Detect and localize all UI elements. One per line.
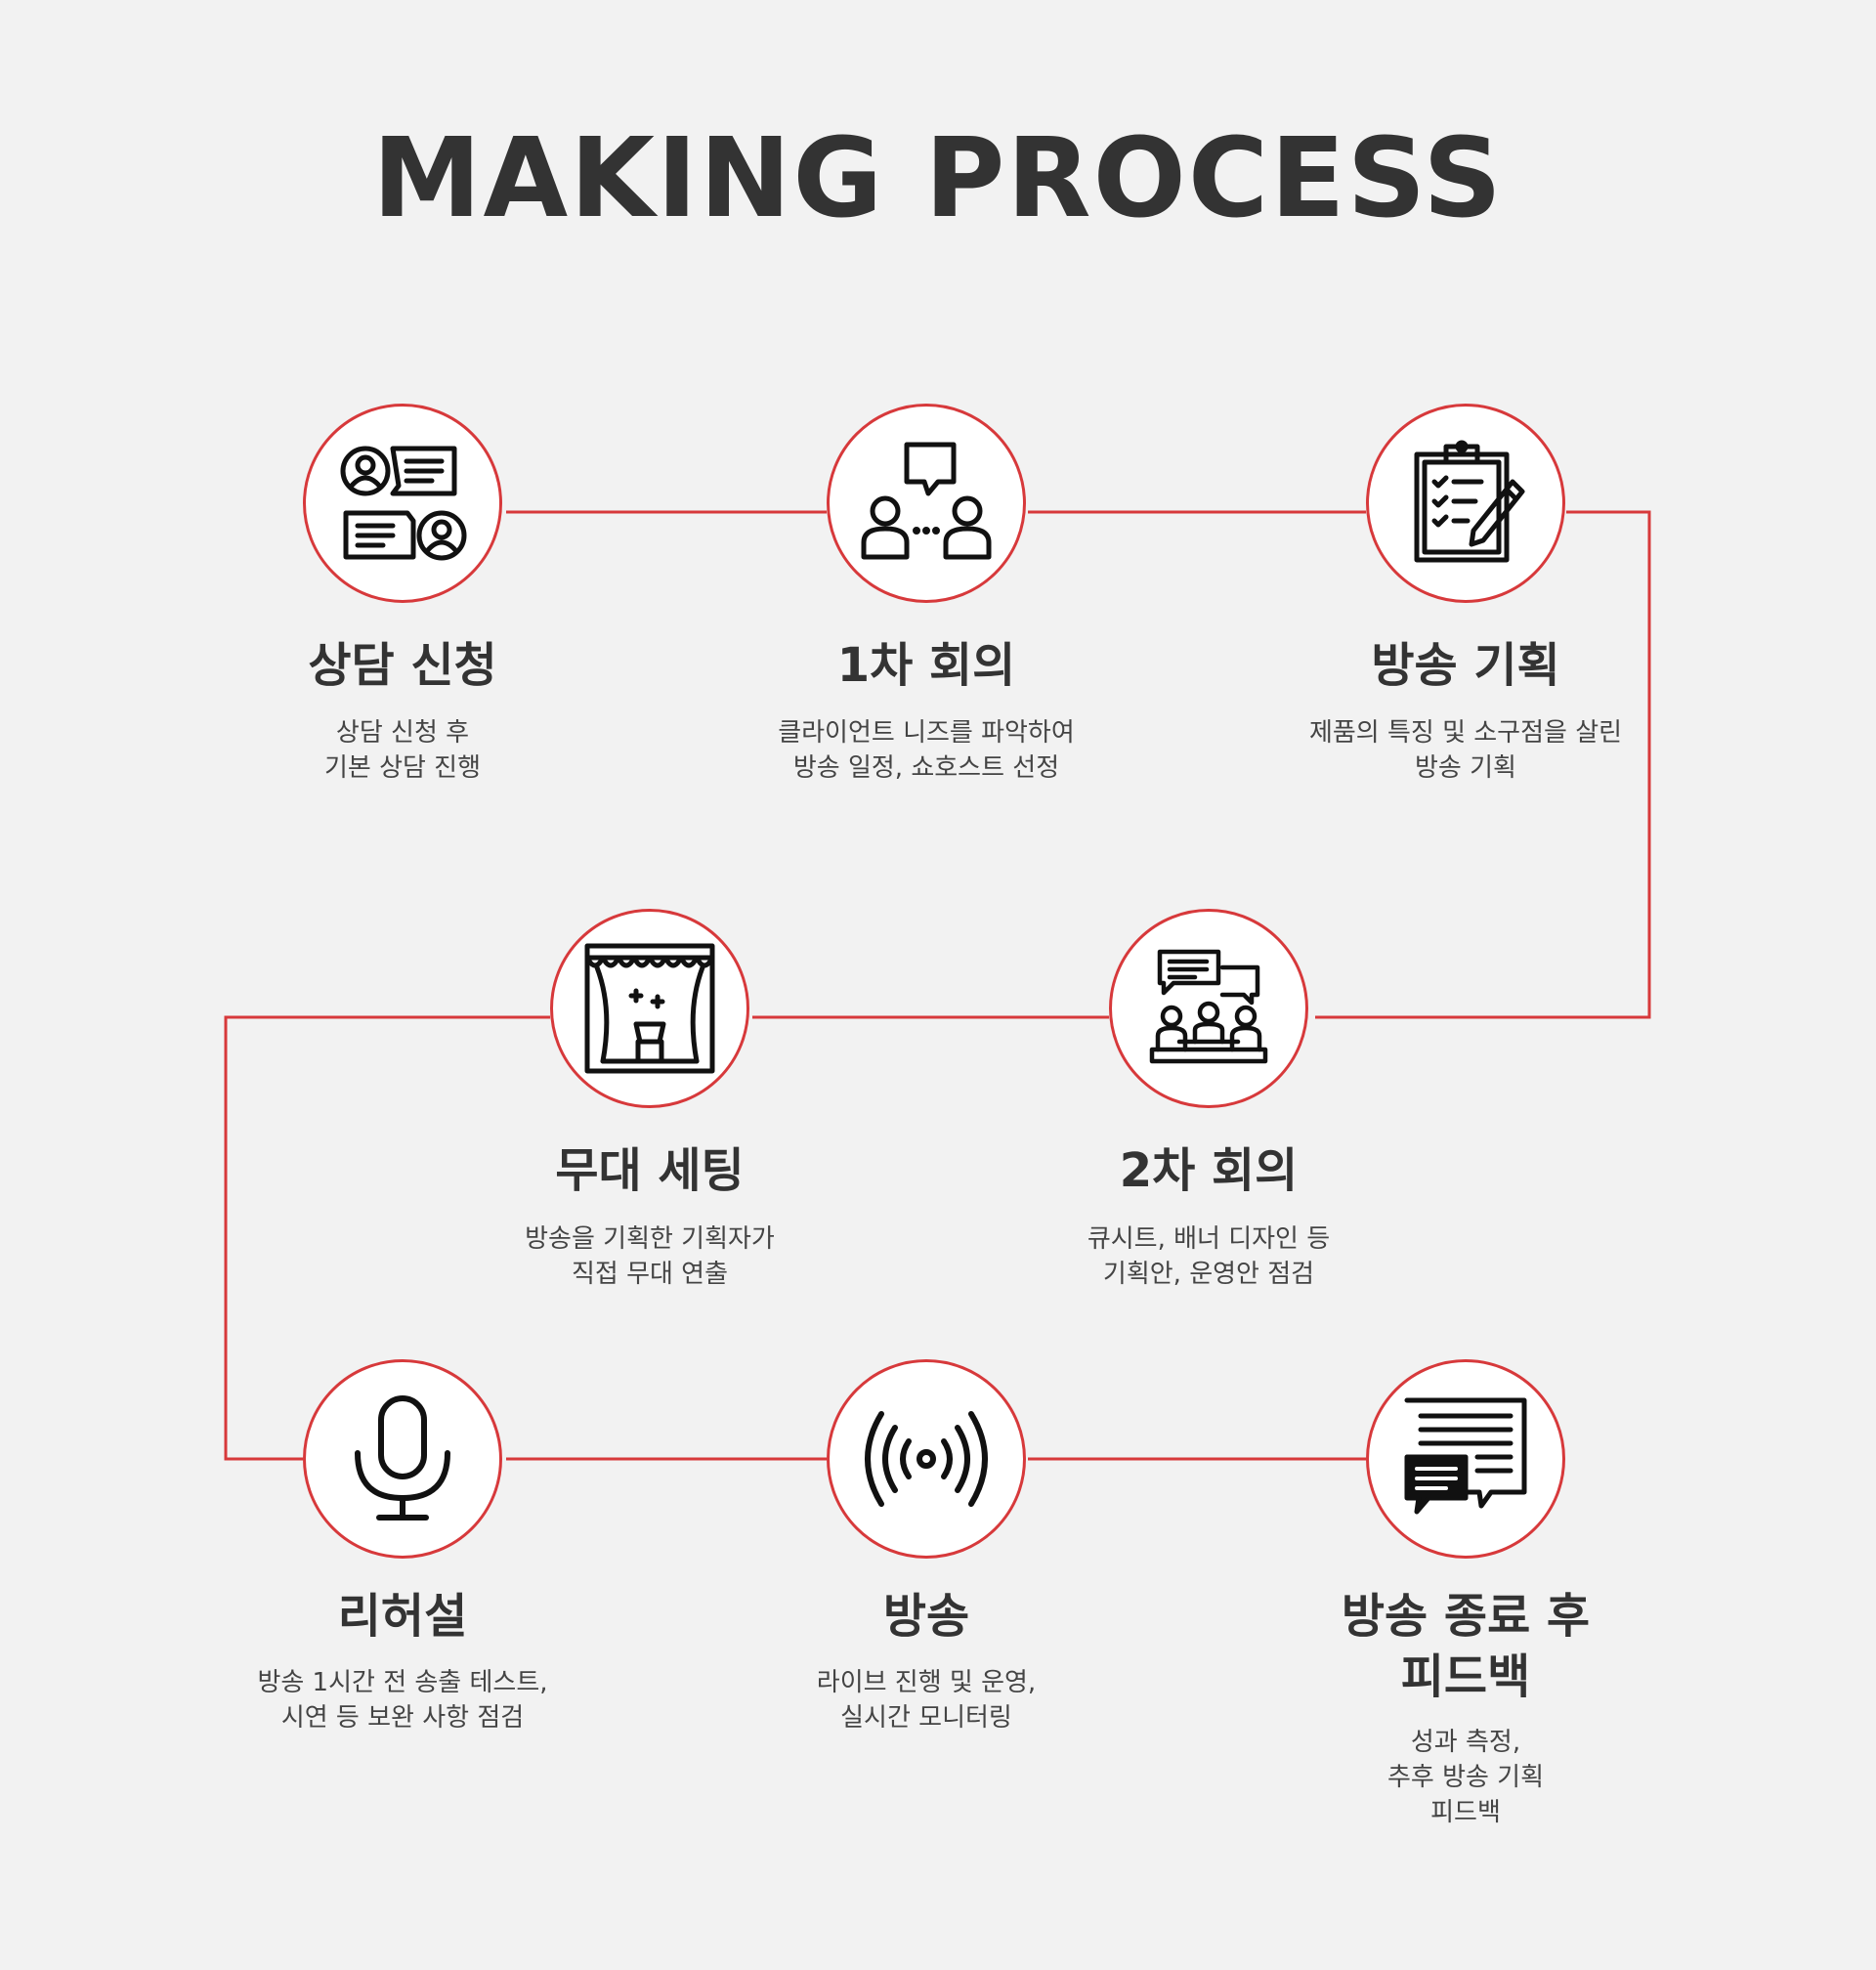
step-description: 상담 신청 후 기본 상담 진행 [197,715,608,786]
step-description: 클라이언트 니즈를 파악하여 방송 일정, 쇼호스트 선정 [721,715,1131,786]
step-title: 방송 [882,1589,970,1644]
desc-line: 기본 상담 진행 [323,753,482,783]
step-title: 방송 기획 [1371,638,1560,693]
desc-line: 시연 등 보완 사항 점검 [280,1703,525,1733]
meeting-icon [861,442,992,560]
connector-line [224,1015,550,1461]
desc-line: 실시간 모니터링 [840,1703,1012,1733]
step-planning-circle [1366,404,1565,603]
desc-line: 상담 신청 후 [335,718,470,748]
desc-line: 방송을 기획한 기획자가 [525,1224,775,1254]
title-line: 방송 종료 후 [1341,1589,1591,1644]
step-title: 2차 회의 [1119,1143,1299,1198]
team-discussion-icon [1149,949,1268,1064]
desc-line: 추후 방송 기획 [1386,1763,1545,1792]
step-consultation-circle [303,404,502,603]
step-stage-setting-circle [550,909,749,1108]
stage-curtain-icon [584,943,715,1074]
step-title: 방송 종료 후 피드백 [1260,1586,1671,1707]
desc-line: 기획안, 운영안 점검 [1102,1260,1315,1289]
step-title: 무대 세팅 [555,1143,745,1198]
desc-line: 피드백 [1430,1798,1501,1827]
desc-line: 큐시트, 배너 디자인 등 [1087,1224,1331,1254]
step-description: 제품의 특징 및 소구점을 살린 방송 기획 [1260,715,1671,786]
step-second-meeting-circle [1109,909,1308,1108]
clipboard-pencil-icon [1414,440,1525,563]
step-description: 방송 1시간 전 송출 테스트, 시연 등 보완 사항 점검 [197,1665,608,1735]
step-broadcast-circle [827,1359,1026,1559]
desc-line: 라이브 진행 및 운영, [816,1668,1037,1697]
desc-line: 성과 측정, [1410,1728,1521,1757]
consultation-icon [340,446,467,561]
desc-line: 직접 무대 연출 [571,1260,729,1289]
desc-line: 방송 일정, 쇼호스트 선정 [792,753,1060,783]
step-title: 상담 신청 [308,638,497,693]
step-rehearsal-circle [303,1359,502,1559]
desc-line: 방송 1시간 전 송출 테스트, [257,1668,548,1697]
step-description: 방송을 기획한 기획자가 직접 무대 연출 [445,1221,855,1292]
step-description: 성과 측정, 추후 방송 기획 피드백 [1260,1725,1671,1830]
step-feedback-circle [1366,1359,1565,1559]
desc-line: 클라이언트 니즈를 파악하여 [778,718,1075,748]
desc-line: 방송 기획 [1415,753,1516,783]
page-title: MAKING PROCESS [372,115,1504,242]
connector-line [1315,510,1651,1019]
feedback-document-icon [1404,1397,1527,1515]
broadcast-icon [865,1411,988,1507]
microphone-icon [355,1395,450,1520]
step-title: 1차 회의 [836,638,1016,693]
step-first-meeting-circle [827,404,1026,603]
desc-line: 제품의 특징 및 소구점을 살린 [1308,718,1623,748]
step-description: 라이브 진행 및 운영, 실시간 모니터링 [721,1665,1131,1735]
step-description: 큐시트, 배너 디자인 등 기획안, 운영안 점검 [1003,1221,1414,1292]
title-line: 피드백 [1400,1649,1531,1704]
step-title: 리허설 [337,1589,468,1644]
